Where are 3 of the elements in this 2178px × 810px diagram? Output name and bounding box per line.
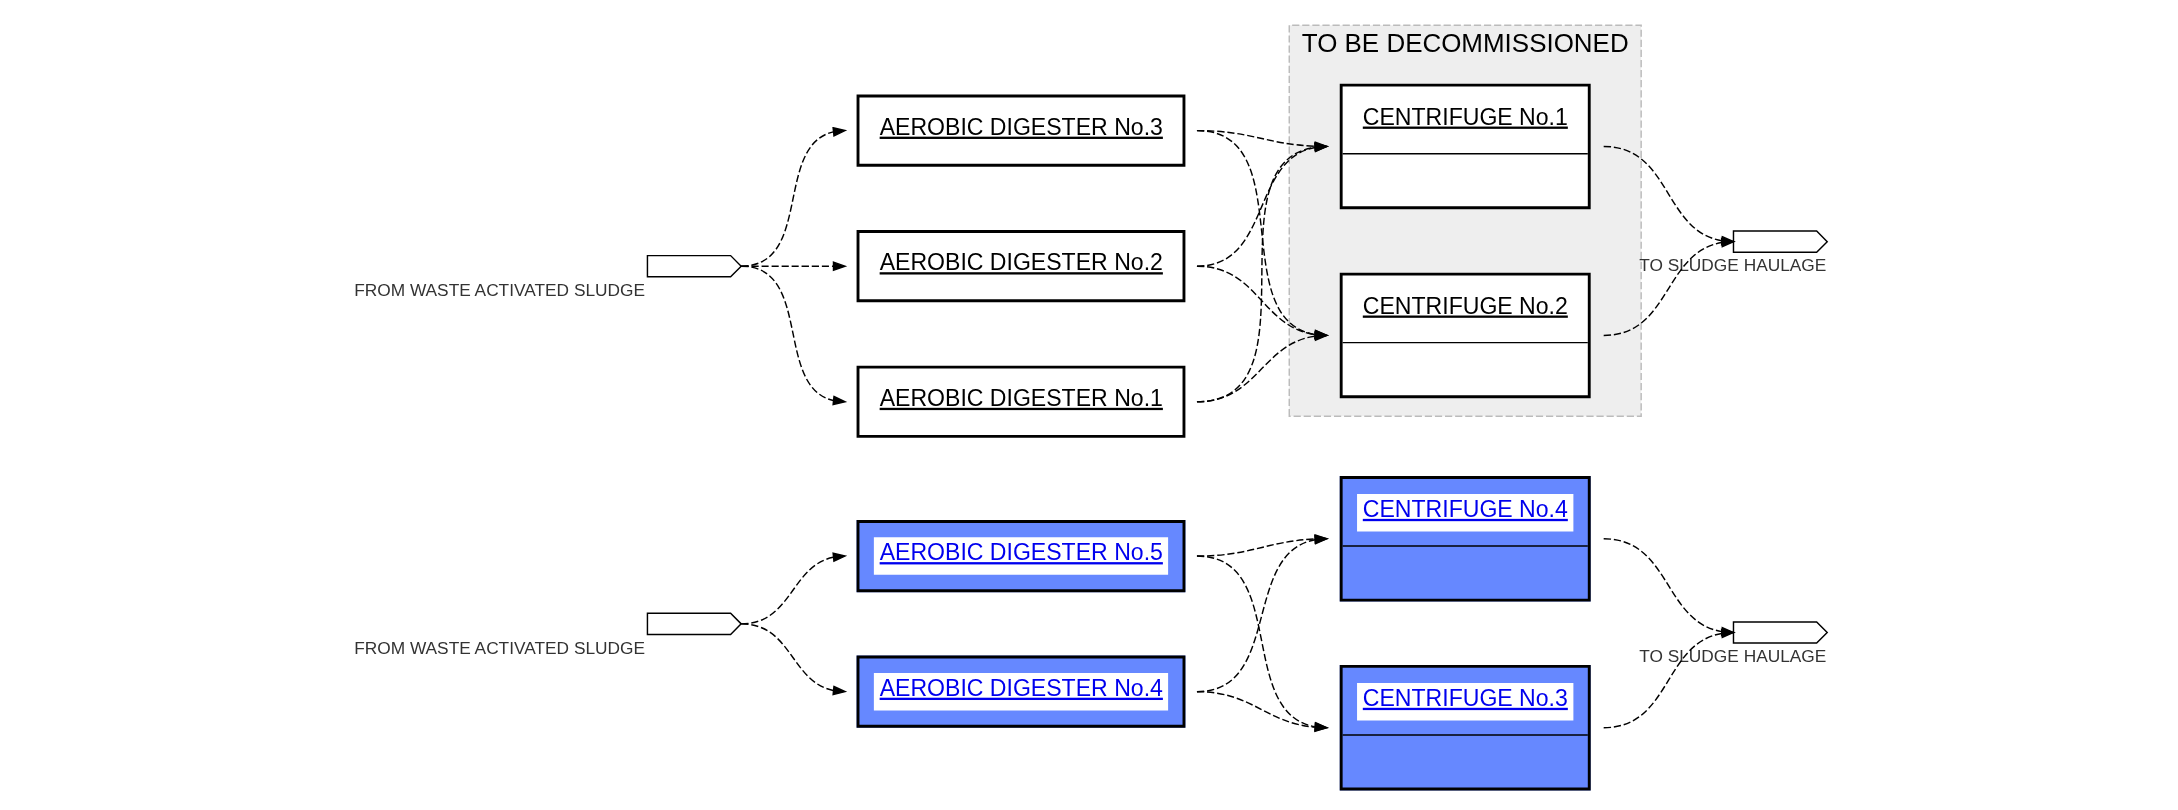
- node-label: FROM WASTE ACTIVATED SLUDGE: [353, 637, 645, 658]
- node-label: TO SLUDGE HAULAGE: [1638, 646, 1826, 667]
- node-label: FROM WASTE ACTIVATED SLUDGE: [353, 279, 645, 300]
